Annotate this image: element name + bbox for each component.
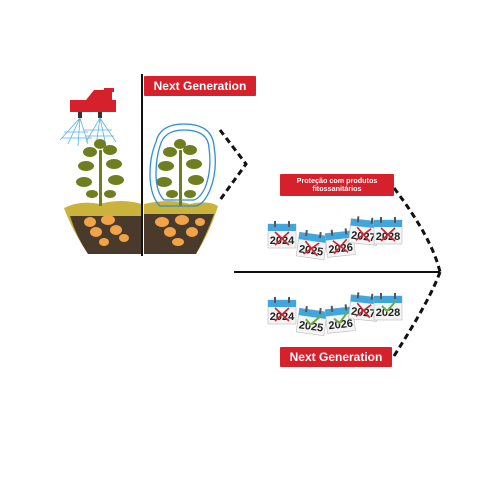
- soil-left: [64, 201, 142, 254]
- calendar-icon: 2027: [348, 292, 380, 322]
- next-generation-label-top: Next Generation: [144, 76, 256, 96]
- calendar-year: 2028: [376, 231, 400, 243]
- check-icon: [333, 311, 349, 325]
- dashed-connector-top: [392, 187, 442, 273]
- calendar-icon: 2026: [324, 228, 356, 258]
- protection-label: Proteção com produtos fitossanitários: [280, 174, 394, 196]
- soil-right: [144, 201, 218, 254]
- calendar-year: 2026: [328, 242, 354, 256]
- crop-illustration: [59, 74, 248, 256]
- cross-icon: [332, 238, 349, 255]
- calendar-icon: 2025: [295, 306, 328, 337]
- calendar-icon: 2024: [267, 297, 297, 325]
- cross-icon: [380, 227, 396, 242]
- cross-icon: [355, 302, 372, 319]
- calendar-year: 2026: [328, 318, 354, 332]
- calendar-year: 2027: [350, 230, 376, 244]
- calendar-year: 2024: [270, 311, 295, 323]
- plant-icon: [76, 139, 124, 206]
- cross-icon: [303, 240, 320, 257]
- shield-outline-icon: [149, 123, 216, 207]
- calendar-year: 2025: [298, 319, 324, 334]
- protection-label-line1: Proteção com produtos: [296, 176, 378, 185]
- cross-icon: [274, 307, 290, 322]
- calendar-icon: 2028: [373, 217, 403, 245]
- sprayer-icon: [59, 88, 117, 147]
- calendar-year: 2028: [376, 307, 400, 319]
- plant-icon: [156, 139, 204, 206]
- dashed-connector-bottom: [392, 271, 442, 357]
- calendar-icon: 2028: [373, 293, 403, 321]
- calendar-icon: 2027: [348, 216, 380, 246]
- calendar-icon: 2026: [324, 304, 356, 334]
- calendar-icon: 2025: [295, 230, 328, 261]
- protection-label-line2: fitossanitários: [312, 184, 362, 193]
- dashed-chevron: [218, 129, 248, 201]
- calendar-icon: 2024: [267, 221, 297, 249]
- calendar-year: 2027: [350, 306, 376, 320]
- next-generation-label-bottom: Next Generation: [280, 347, 392, 367]
- calendar-year: 2024: [270, 235, 295, 247]
- check-icon: [305, 315, 322, 327]
- cross-icon: [355, 226, 372, 243]
- cross-icon: [274, 231, 290, 246]
- check-icon: [381, 300, 397, 313]
